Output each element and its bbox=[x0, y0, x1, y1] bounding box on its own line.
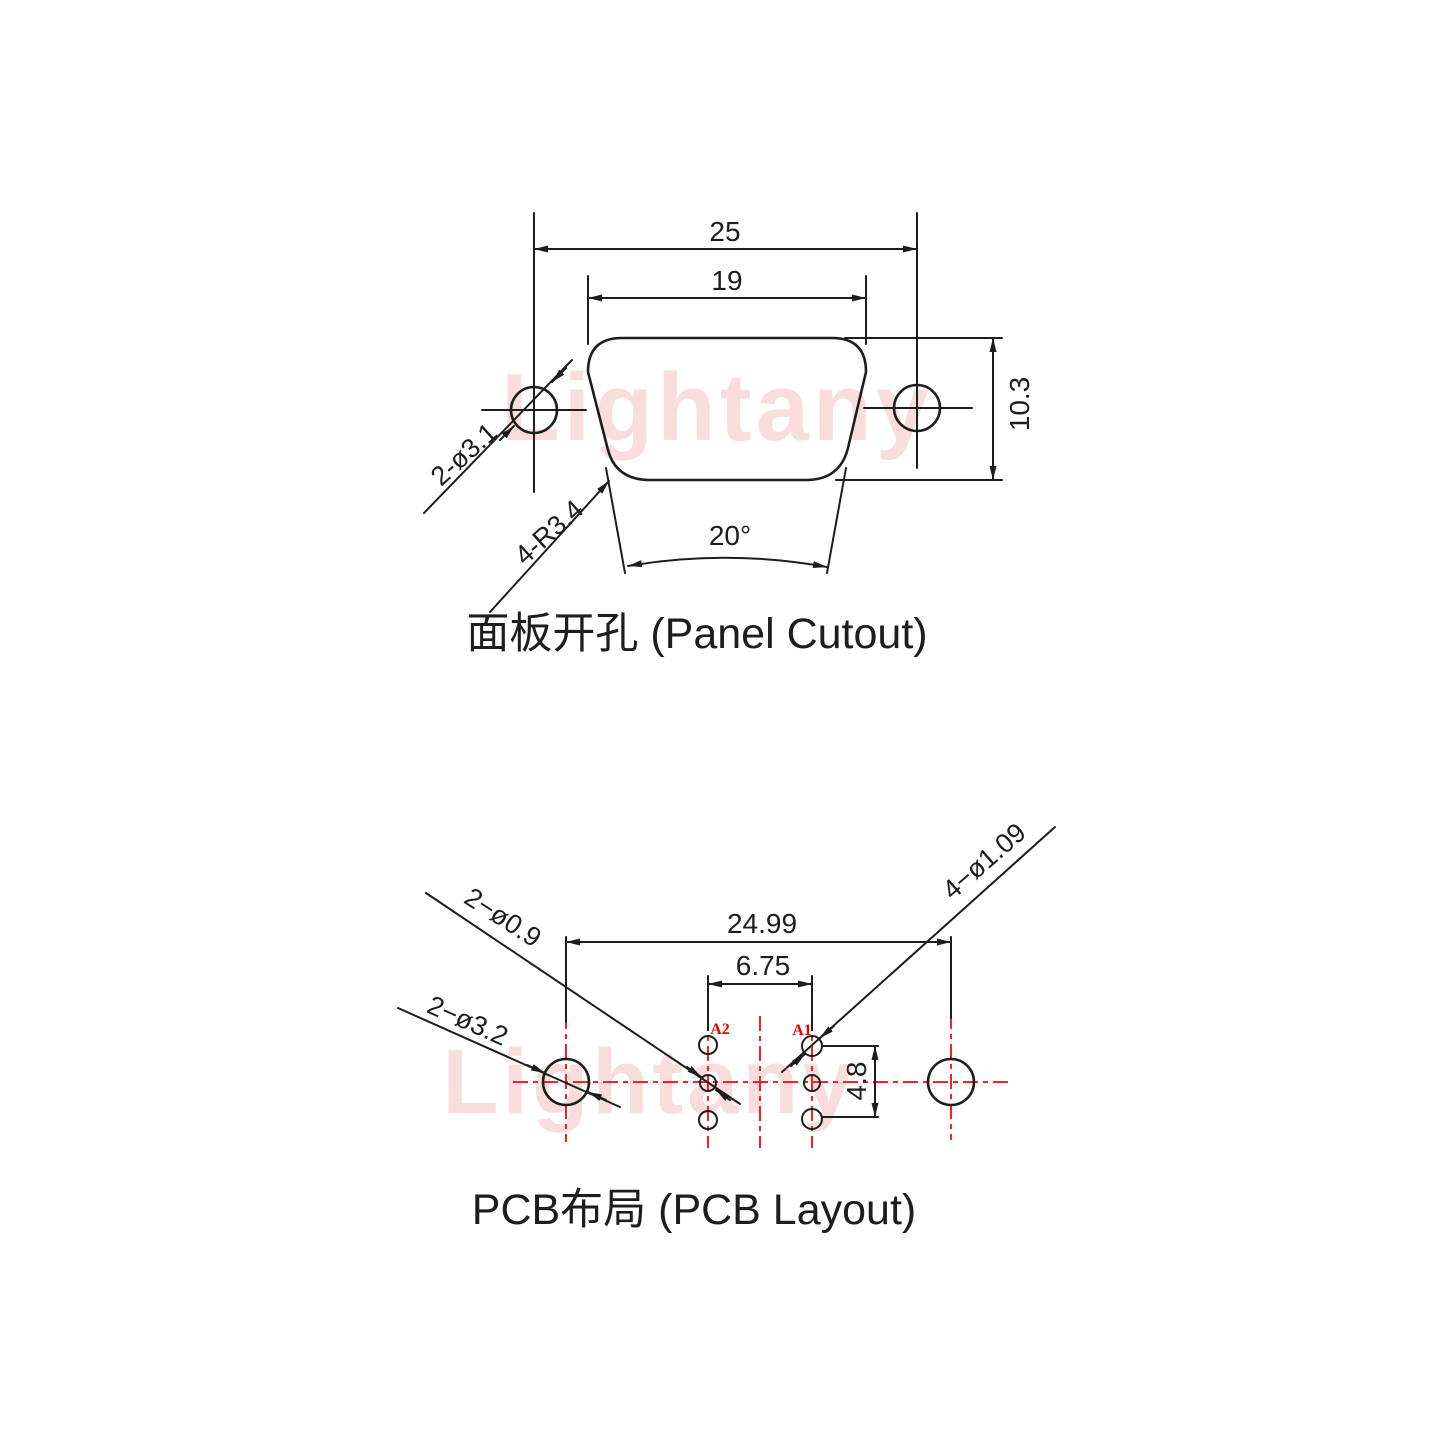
pcb-hole-right-middle bbox=[803, 1074, 821, 1092]
leader-pcb-mount-arrow-1 bbox=[526, 1064, 546, 1074]
leader-mount-holes-line bbox=[423, 359, 573, 514]
dim-angle-value: 20° bbox=[709, 520, 751, 551]
pcb-hole-right-bottom bbox=[801, 1108, 823, 1130]
leader-mount-holes-arrow-2 bbox=[551, 367, 567, 383]
dim-2499-value: 24.99 bbox=[727, 908, 797, 939]
angle-ref-line-right bbox=[826, 467, 847, 574]
label-corner-radius: 4-R3.4 bbox=[509, 494, 589, 571]
dim-48-value: 4.8 bbox=[841, 1062, 872, 1101]
pcb-layout-title: PCB布局 (PCB Layout) bbox=[472, 1186, 916, 1234]
leader-corner-radius-line bbox=[489, 480, 610, 613]
pcb-hole-a2 bbox=[698, 1035, 718, 1055]
leader-signal-holes-arrow-1 bbox=[819, 1025, 835, 1039]
panel-cutout-diagram: Lightany 25 19 10.3 20° 2-ø3.1 bbox=[423, 212, 1035, 658]
label-locating-holes: 2−ø0.9 bbox=[459, 882, 546, 953]
dim-19-value: 19 bbox=[711, 265, 742, 296]
leader-signal-holes-arrow-2 bbox=[790, 1053, 806, 1067]
pin-label-a1: A1 bbox=[792, 1022, 812, 1039]
left-mount-hole bbox=[509, 385, 559, 435]
leader-pcb-mount-arrow-2 bbox=[587, 1091, 607, 1101]
pcb-mount-hole-right bbox=[926, 1057, 976, 1107]
panel-cutout-title: 面板开孔 (Panel Cutout) bbox=[466, 610, 927, 658]
leader-mount-holes-arrow-1 bbox=[499, 425, 515, 441]
leader-pcb-mount-line bbox=[397, 1007, 621, 1108]
pcb-mount-hole-left bbox=[541, 1057, 591, 1107]
dim-675-value: 6.75 bbox=[736, 950, 791, 981]
right-mount-hole bbox=[892, 383, 942, 433]
pcb-hole-left-middle bbox=[699, 1074, 717, 1092]
pcb-layout-diagram: Lightany 24.99 6.75 A2 A1 bbox=[397, 817, 1056, 1234]
dim-25-value: 25 bbox=[709, 216, 740, 247]
dim-103-value: 10.3 bbox=[1004, 377, 1035, 432]
angle-arc bbox=[627, 556, 828, 568]
pcb-hole-left-bottom bbox=[698, 1110, 718, 1130]
leader-locating-holes-arrow-2 bbox=[715, 1089, 731, 1101]
dsub-cutout-outline bbox=[586, 336, 868, 482]
label-mount-holes: 2-ø3.1 bbox=[425, 417, 503, 492]
pin-label-a2: A2 bbox=[710, 1021, 730, 1038]
leader-locating-holes-arrow-1 bbox=[686, 1066, 702, 1078]
angle-ref-line-left bbox=[605, 467, 626, 574]
